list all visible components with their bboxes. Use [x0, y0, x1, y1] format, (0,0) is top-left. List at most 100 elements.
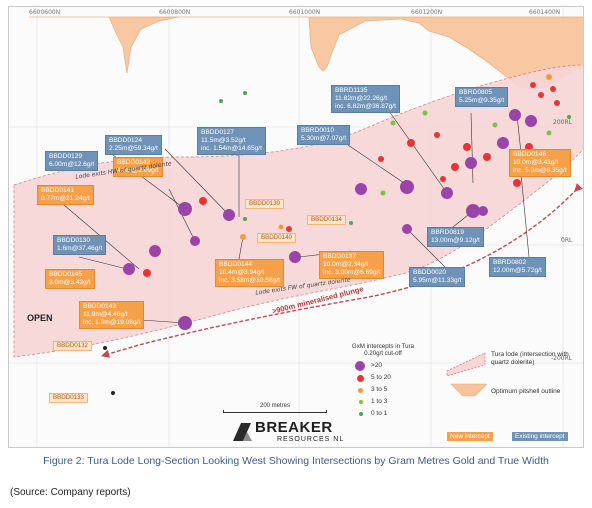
marker-5to20 — [463, 143, 471, 151]
marker-5to20 — [407, 139, 415, 147]
legend-dot-0to1 — [359, 412, 363, 416]
marker-0to1 — [567, 115, 571, 119]
marker-5to20 — [550, 86, 556, 92]
legend-bin-label: 0 to 1 — [371, 410, 388, 417]
marker-gt20 — [355, 183, 367, 195]
y-tick-label: -200RL — [551, 355, 573, 362]
marker-5to20 — [286, 226, 292, 232]
marker-gt20 — [465, 157, 477, 169]
legend-dot-gt20 — [355, 361, 365, 371]
marker-gt20 — [178, 316, 192, 330]
legend: GxM intercepts in Tura 0.20g/t cut-off >… — [347, 343, 581, 443]
marker-5to20 — [378, 156, 384, 162]
marker-0to1 — [219, 99, 223, 103]
logo-subtitle: RESOURCES NL — [277, 436, 345, 443]
legend-lode-swatch — [446, 352, 486, 377]
marker-gt20 — [402, 224, 412, 234]
logo-word: BREAKER — [255, 419, 333, 436]
marker-1to3 — [546, 130, 552, 136]
logo-mark-icon — [233, 423, 252, 441]
marker-5to20 — [530, 82, 536, 88]
marker-gt20 — [289, 251, 301, 263]
marker-gt20 — [123, 263, 135, 275]
marker-3to5 — [240, 234, 246, 240]
marker-gt20 — [400, 180, 414, 194]
minor-hole-label: BBDD0134 — [307, 215, 346, 225]
marker-0to1 — [243, 217, 247, 221]
y-tick-label: 0RL — [561, 237, 573, 244]
marker-5to20 — [434, 132, 440, 138]
marker-gt20 — [149, 245, 161, 257]
legend-bin-label: 5 to 20 — [371, 374, 391, 381]
legend-title: GxM intercepts in Tura 0.20g/t cut-off — [351, 343, 415, 357]
marker-5to20 — [143, 269, 151, 277]
x-tick-label: 6600800N — [159, 9, 191, 16]
marker-5to20 — [483, 153, 491, 161]
scale-bar: 200 metres — [223, 403, 327, 413]
x-tick-label: 6600600N — [29, 9, 61, 16]
marker-5to20 — [538, 92, 544, 98]
marker-5to20 — [554, 100, 560, 106]
long-section-figure: 6600600N 6600800N 6601000N 6601200N 6601… — [8, 6, 584, 448]
x-tick-label: 6601400N — [529, 9, 561, 16]
marker-gt20 — [441, 187, 453, 199]
marker-gt20 — [178, 202, 192, 216]
marker-gt20 — [525, 115, 537, 127]
intercept-markers — [72, 74, 571, 395]
open-label: OPEN — [27, 313, 53, 323]
x-tick-label: 6601200N — [411, 9, 443, 16]
marker-1to3 — [380, 190, 386, 196]
marker-1to3 — [492, 122, 498, 128]
scale-line — [223, 410, 327, 413]
marker-gt20 — [223, 209, 235, 221]
marker-gt20 — [478, 206, 488, 216]
marker-3to5 — [278, 224, 284, 230]
legend-pit-label: Optimum pitshell outline — [491, 388, 561, 395]
source-note: (Source: Company reports) — [10, 487, 131, 498]
legend-bin-label: 1 to 3 — [371, 398, 388, 405]
marker-5to20 — [513, 179, 521, 187]
marker-0to1 — [243, 91, 247, 95]
legend-existing-intercept: Existing intercept — [512, 432, 568, 441]
x-tick-label: 6601000N — [289, 9, 321, 16]
minor-hole-label: BBDD0140 — [257, 233, 296, 243]
marker-gt20 — [497, 137, 509, 149]
section-canvas — [9, 7, 583, 447]
pitshell-outline — [29, 16, 583, 90]
y-tick-label: 200RL — [553, 119, 572, 126]
legend-dot-1to3 — [359, 400, 363, 404]
marker-1to3 — [390, 120, 396, 126]
marker-gt20 — [509, 109, 521, 121]
legend-bin-label: >20 — [371, 362, 383, 369]
marker-0to1 — [349, 221, 353, 225]
legend-bin-label: 3 to 5 — [371, 386, 388, 393]
legend-new-intercept: New intercept — [447, 432, 493, 441]
legend-lode-label: Tura lode (intersection with quartz dole… — [491, 351, 569, 366]
legend-dot-3to5 — [358, 388, 363, 393]
legend-pit-swatch — [451, 383, 487, 397]
minor-hole-label: BBDD0139 — [245, 199, 284, 209]
legend-dot-5to20 — [357, 375, 364, 382]
minor-hole-label: BBDD0133 — [49, 393, 88, 403]
marker-gt20 — [466, 204, 480, 218]
marker-5to20 — [440, 176, 446, 182]
marker-0to1 — [111, 391, 115, 395]
plunge-arrow — [100, 183, 583, 358]
marker-5to20 — [199, 197, 207, 205]
